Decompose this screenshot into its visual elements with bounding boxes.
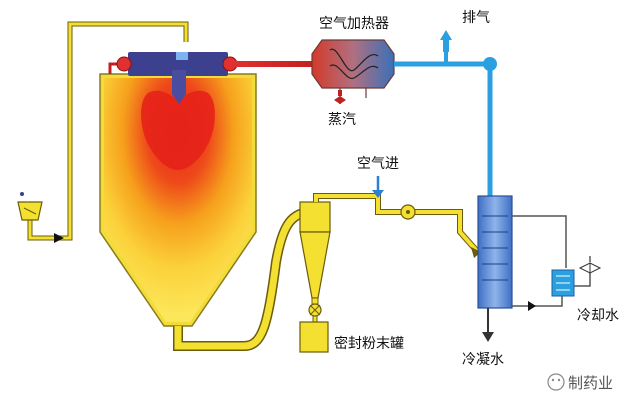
air-inlet-label: 空气进 [357, 156, 399, 172]
powder-line [173, 207, 330, 351]
air-heater [311, 39, 395, 98]
rotary-valve-icon [308, 303, 322, 317]
cooling-valve-icon [578, 256, 602, 274]
heat-exchanger-icon [551, 269, 575, 297]
hot-air-line [108, 56, 318, 74]
exhaust-line [394, 52, 497, 196]
atomizer-nozzle [172, 70, 186, 104]
steam-label: 蒸汽 [328, 112, 356, 128]
drying-chamber [99, 73, 257, 327]
cooling-water-label: 冷却水 [577, 308, 619, 324]
powder-tank-label: 密封粉末罐 [334, 335, 404, 352]
chamber-top-housing [128, 52, 228, 76]
cooling-water-loop [512, 215, 591, 311]
watermark-logo-icon [547, 373, 565, 391]
air-heater-label: 空气加热器 [319, 16, 389, 32]
condensate-label: 冷凝水 [462, 352, 504, 368]
feed-pump-icon [54, 233, 64, 243]
steam-valve-icon [334, 90, 346, 104]
powder-tank [299, 321, 329, 353]
cyclone-outlet-line [313, 193, 481, 258]
feed-tank-icon [17, 192, 43, 221]
condensate-outlet-icon [482, 308, 494, 342]
air-inlet-arrow-icon [372, 176, 384, 198]
feed-line [27, 21, 189, 241]
cyclone-separator [299, 201, 331, 323]
watermark-text: 制药业 [568, 374, 613, 392]
condenser-column [477, 195, 513, 309]
exhaust-label: 排气 [462, 10, 490, 26]
exhaust-arrow-icon [440, 30, 452, 52]
fan-icon [400, 204, 416, 220]
